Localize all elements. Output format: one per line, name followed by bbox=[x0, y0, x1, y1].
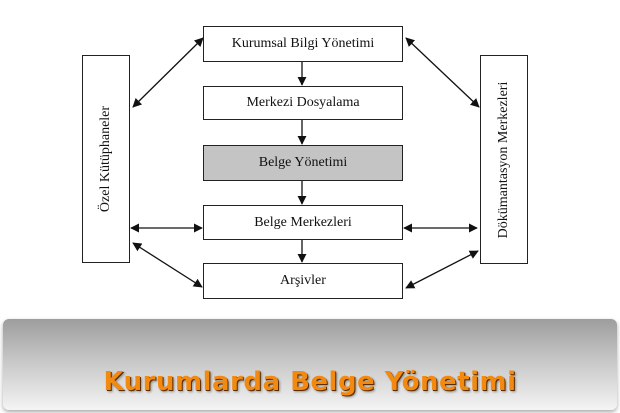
arrow-arsivler-to-right bbox=[405, 250, 479, 289]
box-merkezi-dosyalama: Merkezi Dosyalama bbox=[203, 86, 403, 120]
box-label: Belge Merkezleri bbox=[254, 214, 352, 230]
box-label: Belge Yönetimi bbox=[258, 155, 348, 170]
box-label: Merkezi Dosyalama bbox=[246, 95, 360, 110]
arrow-left-to-arsivler bbox=[132, 242, 203, 288]
side-label-right: Dökümantasyon Merkezleri bbox=[496, 81, 511, 238]
footer-banner: Kurumlarda Belge Yönetimi bbox=[3, 319, 617, 410]
box-arsivler: Arşivler bbox=[203, 263, 403, 299]
footer-title: Kurumlarda Belge Yönetimi bbox=[103, 367, 517, 397]
arrow-left-to-kurumsal bbox=[132, 37, 204, 108]
box-kurumsal-bilgi-yonetimi: Kurumsal Bilgi Yönetimi bbox=[203, 26, 403, 62]
box-label: Kurumsal Bilgi Yönetimi bbox=[231, 36, 375, 51]
box-ozel-kutuphaneler: Özel Kütüphaneler bbox=[82, 55, 130, 263]
box-dokumantasyon-merkezleri: Dökümantasyon Merkezleri bbox=[480, 55, 528, 264]
arrow-kurumsal-to-right bbox=[405, 37, 480, 108]
box-belge-yonetimi: Belge Yönetimi bbox=[203, 145, 403, 181]
diagram-connectors bbox=[130, 37, 480, 289]
box-belge-merkezleri: Belge Merkezleri bbox=[203, 205, 403, 240]
box-label: Arşivler bbox=[280, 273, 326, 288]
side-label-left: Özel Kütüphaneler bbox=[98, 105, 113, 213]
